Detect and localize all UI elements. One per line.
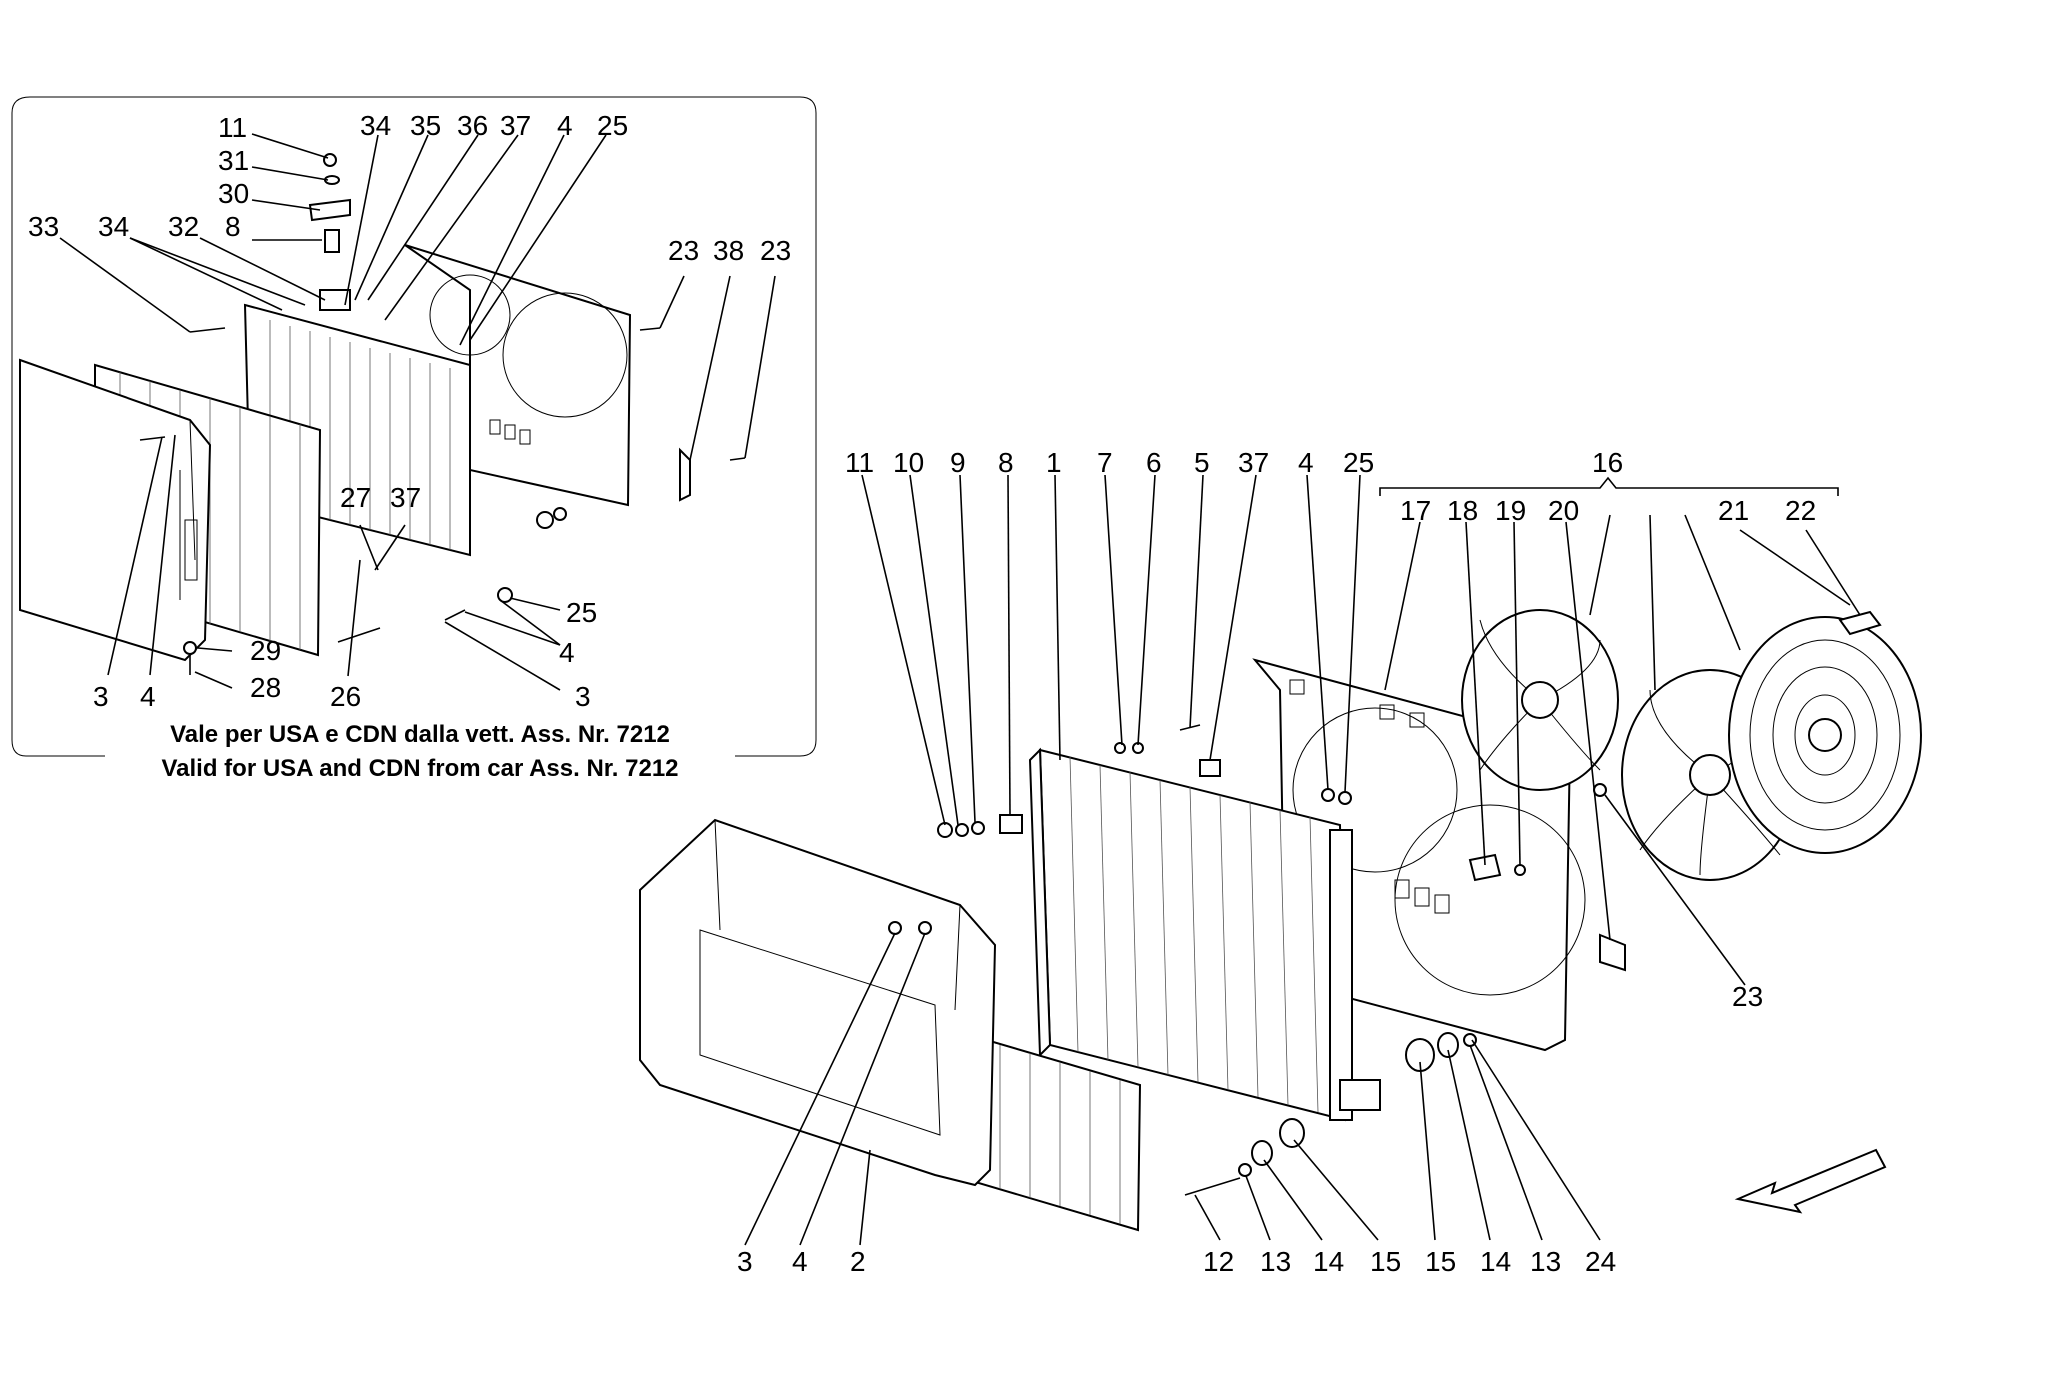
callout-23: 23 xyxy=(1732,981,1763,1012)
callout-6: 6 xyxy=(1146,447,1162,478)
callout-4: 4 xyxy=(1298,447,1314,478)
callout-18: 18 xyxy=(1447,495,1478,526)
inset-note-en: Valid for USA and CDN from car Ass. Nr. … xyxy=(161,755,678,782)
callout-12: 12 xyxy=(1203,1246,1234,1277)
callout-7: 7 xyxy=(1097,447,1113,478)
callout-5: 5 xyxy=(1194,447,1210,478)
inset-leaders xyxy=(59,133,776,691)
main-callouts: 11 10 9 8 1 7 6 5 37 4 25 16 17 18 19 20… xyxy=(737,447,1816,1277)
inset-callout-3: 3 xyxy=(93,681,109,712)
callout-14: 14 xyxy=(1313,1246,1344,1277)
main-leaders xyxy=(744,474,1861,1246)
inset-callout-27: 27 xyxy=(340,482,371,513)
inset-callout-33: 33 xyxy=(28,211,59,242)
callout-37: 37 xyxy=(1238,447,1269,478)
direction-arrow-icon xyxy=(1734,1148,1887,1214)
inset-callouts: 11 31 30 8 34 35 36 37 4 25 33 34 32 23 … xyxy=(28,110,791,712)
inset-callout-3b: 3 xyxy=(575,681,591,712)
inset-callout-11: 11 xyxy=(218,112,247,143)
inset-callout-32: 32 xyxy=(168,211,199,242)
inset-callout-28: 28 xyxy=(250,672,281,703)
inset-callout-23: 23 xyxy=(668,235,699,266)
inset-air-duct xyxy=(19,358,212,662)
inset-callout-36: 36 xyxy=(457,110,488,141)
air-duct xyxy=(639,818,997,1187)
inset-callout-26: 26 xyxy=(330,681,361,712)
inset-callout-4c: 4 xyxy=(559,637,575,668)
callout-13: 13 xyxy=(1260,1246,1291,1277)
callout-25: 25 xyxy=(1343,447,1374,478)
rear-fan xyxy=(1461,609,1619,791)
inset-callout-34: 34 xyxy=(360,110,391,141)
callout-15b: 15 xyxy=(1425,1246,1456,1277)
inset-callout-38: 38 xyxy=(713,235,744,266)
inset-callout-31: 31 xyxy=(218,145,249,176)
callout-19: 19 xyxy=(1495,495,1526,526)
callout-17: 17 xyxy=(1400,495,1431,526)
callout-9: 9 xyxy=(950,447,966,478)
inset-callout-4: 4 xyxy=(557,110,573,141)
callout-4b: 4 xyxy=(792,1246,808,1277)
main-hardware xyxy=(888,724,1626,1196)
inset-callout-23b: 23 xyxy=(760,235,791,266)
group-bracket-16 xyxy=(1379,476,1839,496)
inset-callout-30: 30 xyxy=(218,178,249,209)
inset-callout-25: 25 xyxy=(597,110,628,141)
inset-callout-25b: 25 xyxy=(566,597,597,628)
inset-callout-37b: 37 xyxy=(390,482,421,513)
callout-13b: 13 xyxy=(1530,1246,1561,1277)
callout-20: 20 xyxy=(1548,495,1579,526)
callout-8: 8 xyxy=(998,447,1014,478)
main-assembly: 11 10 9 8 1 7 6 5 37 4 25 16 17 18 19 20… xyxy=(639,447,1922,1277)
inset-callout-29: 29 xyxy=(250,635,281,666)
inset-hardware xyxy=(139,153,746,675)
inset-callout-34b: 34 xyxy=(98,211,129,242)
callout-24: 24 xyxy=(1585,1246,1616,1277)
inset-callout-8: 8 xyxy=(225,211,241,242)
inset-panel: 11 31 30 8 34 35 36 37 4 25 33 34 32 23 … xyxy=(11,96,817,782)
callout-2: 2 xyxy=(850,1246,866,1277)
callout-15: 15 xyxy=(1370,1246,1401,1277)
radiator xyxy=(1028,747,1381,1122)
callout-22: 22 xyxy=(1785,495,1816,526)
inset-note-it: Vale per USA e CDN dalla vett. Ass. Nr. … xyxy=(170,721,670,748)
inset-fan-shroud xyxy=(404,244,632,507)
inset-callout-37: 37 xyxy=(500,110,531,141)
inset-callout-4b: 4 xyxy=(140,681,156,712)
callout-11: 11 xyxy=(845,447,874,478)
callout-21: 21 xyxy=(1718,495,1749,526)
callout-1: 1 xyxy=(1046,447,1062,478)
callout-14b: 14 xyxy=(1480,1246,1511,1277)
callout-3: 3 xyxy=(737,1246,753,1277)
fan-motor xyxy=(1728,610,1922,854)
callout-10: 10 xyxy=(893,447,924,478)
callout-16: 16 xyxy=(1592,447,1623,478)
inset-callout-35: 35 xyxy=(410,110,441,141)
